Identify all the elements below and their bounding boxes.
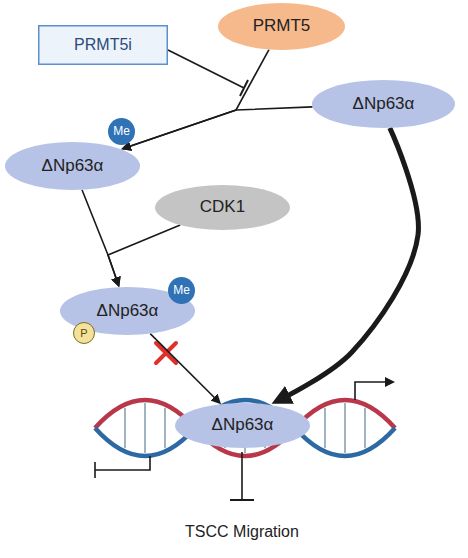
reaction-arrow [150, 334, 216, 400]
reaction-arrow [108, 225, 180, 281]
node-label: Me [173, 284, 190, 297]
ellipse-outline [5, 142, 140, 190]
protein-ellipse: ΔNp63αMe [5, 142, 140, 190]
node-label: ΔNp63α [42, 157, 104, 176]
promoter-symbol [95, 456, 150, 470]
text-holder: Me [108, 118, 135, 145]
ellipse-outline [168, 277, 195, 304]
protein-ellipse: ΔNp63α [312, 80, 455, 128]
protein-ellipse: ΔNp63α [175, 403, 310, 448]
text-holder: Me [168, 277, 195, 304]
drug-box: PRMT5i [38, 25, 168, 65]
ellipse-outline [155, 185, 290, 230]
box-outline [39, 26, 168, 65]
inhibition-line [168, 50, 244, 88]
activation-arrow [284, 128, 418, 398]
promoter-symbol [94, 462, 96, 478]
dna-rungs [125, 403, 365, 453]
node-label: CDK1 [200, 198, 245, 217]
transcription-arrow [355, 382, 388, 400]
block-cross [156, 343, 176, 363]
inhibition-bar [240, 80, 248, 96]
text-holder: ΔNp63α [5, 142, 140, 190]
node-label: PRMT5 [253, 17, 311, 36]
ellipse-outline [175, 403, 310, 448]
phospho-mark: P [73, 322, 95, 344]
text-holder: PRMT5i [38, 25, 168, 65]
text-holder: PRMT5 [218, 3, 345, 50]
ellipse-outline [218, 3, 345, 50]
ellipse-outline [312, 80, 455, 128]
inhibition-line [241, 452, 243, 500]
text-holder: ΔNp63α [175, 403, 310, 448]
node-label: ΔNp63α [97, 302, 159, 321]
enzyme-ellipse: PRMT5 [218, 3, 345, 50]
protein-ellipse: ΔNp63αMeP [60, 287, 195, 335]
text-holder: ΔNp63α [312, 80, 455, 128]
reaction-arrow [128, 107, 313, 147]
node-label: Me [113, 125, 130, 138]
outcome-label: TSCC Migration [142, 523, 342, 541]
text-holder: CDK1 [155, 185, 290, 230]
ellipse-outline [74, 323, 95, 344]
dna-strand [95, 400, 395, 456]
node-label: P [80, 327, 87, 339]
node-label: ΔNp63α [212, 416, 274, 435]
dna-strand [95, 400, 395, 456]
node-label: ΔNp63α [353, 95, 415, 114]
text-holder: P [73, 322, 95, 344]
ellipse-outline [108, 118, 135, 145]
kinase-ellipse: CDK1 [155, 185, 290, 230]
node-label: PRMT5i [74, 36, 132, 54]
methyl-mark: Me [108, 118, 135, 145]
inhibition-bar [230, 499, 254, 501]
methyl-mark: Me [168, 277, 195, 304]
